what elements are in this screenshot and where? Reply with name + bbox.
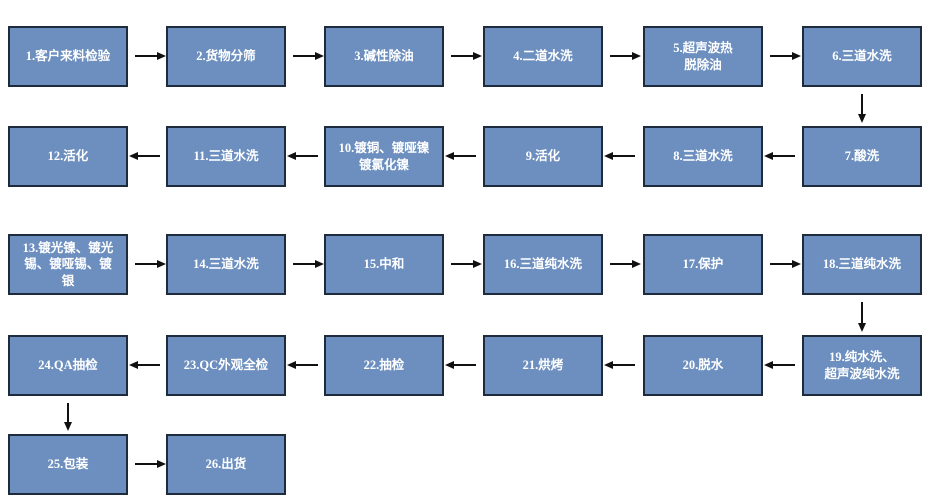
- flow-node-19: 19.纯水洗、 超声波纯水洗: [802, 335, 922, 396]
- flow-node-13: 13.镀光镍、镀光 锡、镀哑锡、镀 银: [8, 234, 128, 295]
- flow-node-14: 14.三道水洗: [166, 234, 286, 295]
- flow-node-18: 18.三道纯水洗: [802, 234, 922, 295]
- arrow-down-24-25: [67, 403, 69, 422]
- flow-node-6: 6.三道水洗: [802, 26, 922, 87]
- flow-node-10: 10.镀铜、镀哑镍 镀氯化镍: [324, 126, 444, 187]
- flow-node-1: 1.客户来料检验: [8, 26, 128, 87]
- arrow-left-20-21: [613, 364, 635, 366]
- flow-node-7: 7.酸洗: [802, 126, 922, 187]
- arrow-right-4-5: [610, 55, 632, 57]
- flow-node-9: 9.活化: [483, 126, 603, 187]
- flow-node-8: 8.三道水洗: [643, 126, 763, 187]
- arrow-right-25-26: [135, 463, 157, 465]
- arrow-left-11-12: [138, 155, 160, 157]
- flow-node-25: 25.包装: [8, 434, 128, 495]
- arrow-right-2-3: [293, 55, 315, 57]
- arrow-right-16-17: [610, 263, 632, 265]
- arrow-left-7-8: [773, 155, 795, 157]
- flow-node-26: 26.出货: [166, 434, 286, 495]
- flow-node-11: 11.三道水洗: [166, 126, 286, 187]
- arrow-left-9-10: [454, 155, 476, 157]
- flow-node-12: 12.活化: [8, 126, 128, 187]
- arrow-right-14-15: [293, 263, 315, 265]
- flow-node-16: 16.三道纯水洗: [483, 234, 603, 295]
- flow-node-22: 22.抽检: [324, 335, 444, 396]
- arrow-right-5-6: [770, 55, 792, 57]
- arrow-down-18-19: [861, 302, 863, 323]
- arrow-left-8-9: [613, 155, 635, 157]
- flow-node-23: 23.QC外观全检: [166, 335, 286, 396]
- arrow-left-23-24: [138, 364, 160, 366]
- flow-node-5: 5.超声波热 脱除油: [643, 26, 763, 87]
- arrow-right-17-18: [770, 263, 792, 265]
- flow-node-2: 2.货物分筛: [166, 26, 286, 87]
- flow-node-4: 4.二道水洗: [483, 26, 603, 87]
- flow-node-20: 20.脱水: [643, 335, 763, 396]
- arrow-left-19-20: [773, 364, 795, 366]
- flow-node-21: 21.烘烤: [483, 335, 603, 396]
- arrow-down-6-7: [861, 94, 863, 114]
- arrow-left-10-11: [296, 155, 318, 157]
- arrow-left-22-23: [296, 364, 318, 366]
- flow-node-24: 24.QA抽检: [8, 335, 128, 396]
- arrow-right-13-14: [135, 263, 157, 265]
- arrow-right-15-16: [451, 263, 473, 265]
- arrow-left-21-22: [454, 364, 476, 366]
- flow-node-3: 3.碱性除油: [324, 26, 444, 87]
- arrow-right-3-4: [451, 55, 473, 57]
- arrow-right-1-2: [135, 55, 157, 57]
- flow-node-17: 17.保护: [643, 234, 763, 295]
- flow-node-15: 15.中和: [324, 234, 444, 295]
